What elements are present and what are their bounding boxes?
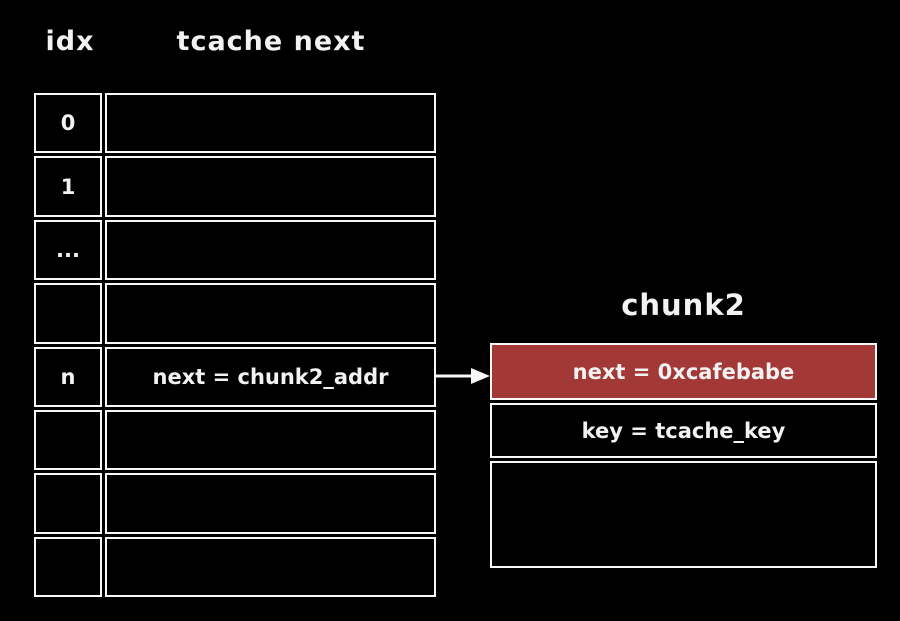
idx-column-header: idx (45, 26, 95, 57)
tcache-next-column-header: tcache next (176, 26, 366, 57)
next-cell (105, 219, 436, 281)
next-cell-chunk2-addr: next = chunk2_addr (105, 346, 436, 407)
next-cell (105, 93, 436, 154)
idx-cell (34, 409, 102, 471)
table-row: 1 (34, 156, 436, 217)
idx-cell (34, 473, 102, 534)
table-row-n: n next = chunk2_addr (34, 346, 436, 407)
chunk2-next-value: next = 0xcafebabe (490, 343, 877, 400)
chunk2-empty-field (490, 461, 877, 568)
chunk2-title: chunk2 (621, 288, 746, 322)
idx-cell: n (34, 346, 102, 407)
chunk2-key-value: key = tcache_key (490, 403, 877, 458)
idx-cell (34, 283, 102, 344)
table-row (34, 283, 436, 344)
next-cell (105, 536, 436, 597)
chunk2-key-field: key = tcache_key (490, 403, 877, 458)
idx-cell (34, 536, 102, 597)
table-row (34, 473, 436, 534)
idx-cell: 1 (34, 156, 102, 217)
next-cell (105, 409, 436, 471)
chunk2-next-field-highlighted: next = 0xcafebabe (490, 343, 877, 400)
idx-cell: ... (34, 219, 102, 281)
idx-cell: 0 (34, 93, 102, 154)
next-cell (105, 156, 436, 217)
table-row (34, 536, 436, 597)
tcache-bin-table: 0 1 ... n next = chunk2_addr (31, 90, 439, 600)
table-row: ... (34, 219, 436, 281)
chunk2-box: next = 0xcafebabe key = tcache_key (487, 340, 880, 571)
table-row (34, 409, 436, 471)
table-row: 0 (34, 93, 436, 154)
next-cell (105, 283, 436, 344)
next-cell (105, 473, 436, 534)
chunk2-empty-value (490, 461, 877, 568)
pointer-arrow-icon (436, 366, 492, 386)
